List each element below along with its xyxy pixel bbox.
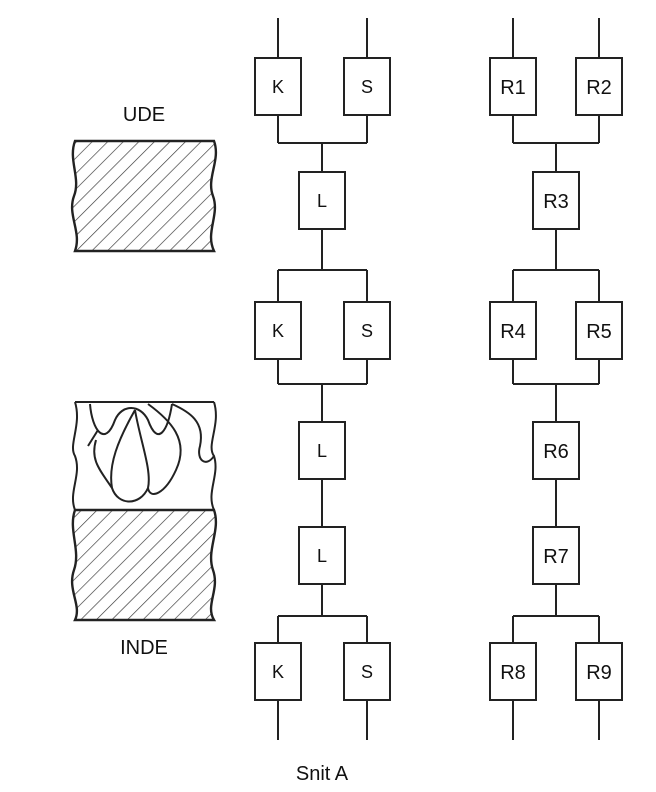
box-s-1 bbox=[343, 57, 391, 116]
box-s-3 bbox=[343, 642, 391, 701]
box-r2-label: R2 bbox=[586, 77, 612, 99]
box-l-2-label: L bbox=[317, 441, 327, 461]
box-r6 bbox=[532, 421, 580, 480]
box-r7 bbox=[532, 526, 580, 585]
box-r8 bbox=[489, 642, 537, 701]
box-r4 bbox=[489, 301, 537, 360]
box-l-3-label: L bbox=[317, 546, 327, 566]
box-k-2 bbox=[254, 301, 302, 360]
box-r6-label: R6 bbox=[543, 441, 569, 463]
box-s-2-label: S bbox=[361, 321, 373, 341]
outside-label: UDE bbox=[123, 104, 165, 126]
box-r7-label: R7 bbox=[543, 546, 569, 568]
box-k-2-label: K bbox=[272, 321, 284, 341]
box-r8-label: R8 bbox=[500, 662, 526, 684]
box-r3-label: R3 bbox=[543, 191, 569, 213]
outer-hatched-layer bbox=[70, 139, 218, 253]
insulation-loops bbox=[87, 403, 215, 503]
box-r2 bbox=[575, 57, 623, 116]
box-r4-label: R4 bbox=[500, 321, 526, 343]
left-resistance-network: K S L K S L L K S bbox=[254, 18, 391, 740]
inside-label: INDE bbox=[120, 637, 168, 659]
box-l-2 bbox=[298, 421, 346, 480]
box-r5-label: R5 bbox=[586, 321, 612, 343]
box-k-3-label: K bbox=[272, 662, 284, 682]
box-k-1 bbox=[254, 57, 302, 116]
box-l-1-label: L bbox=[317, 191, 327, 211]
right-resistance-network: R1 R2 R3 R4 R5 R6 R7 R8 R9 bbox=[489, 18, 623, 740]
box-s-1-label: S bbox=[361, 77, 373, 97]
box-s-2 bbox=[343, 301, 391, 360]
box-r1 bbox=[489, 57, 537, 116]
box-k-1-label: K bbox=[272, 77, 284, 97]
box-k-3 bbox=[254, 642, 302, 701]
inner-hatched-layer bbox=[70, 508, 218, 622]
box-r3 bbox=[532, 171, 580, 230]
box-r1-label: R1 bbox=[500, 77, 526, 99]
box-r9-label: R9 bbox=[586, 662, 612, 684]
section-caption: Snit A bbox=[296, 763, 349, 785]
box-s-3-label: S bbox=[361, 662, 373, 682]
box-r5 bbox=[575, 301, 623, 360]
